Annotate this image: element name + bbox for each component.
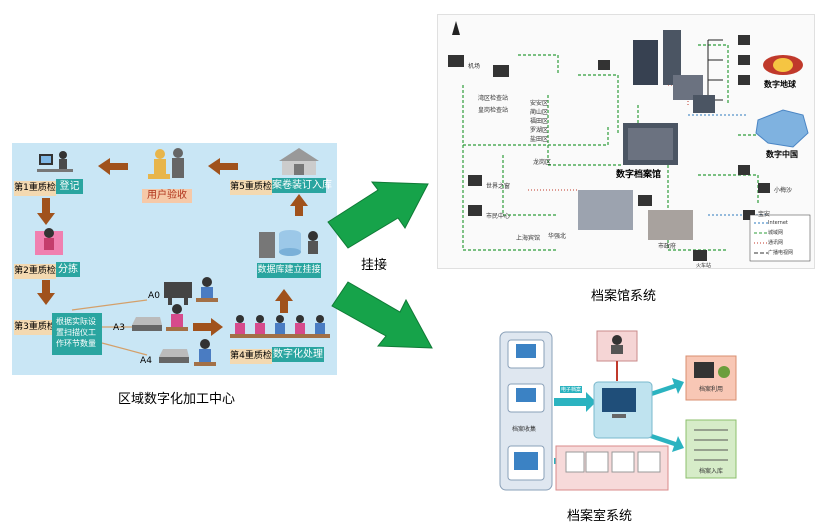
flow-arrows	[37, 158, 308, 356]
node-baoan: 宝安	[758, 211, 771, 218]
district-item: 福田区	[530, 118, 549, 125]
digital-china-label: 数字中国	[766, 150, 798, 159]
processing-center-panel: 第1重质检 登记 用户验收 第5重质检 案卷装订入库 第2重质检 分拣	[12, 143, 337, 375]
district-item: 安安区	[530, 100, 549, 107]
node-checkpoint-1: 湾区检查站	[478, 95, 509, 102]
district-item: 蔺山区	[530, 109, 549, 116]
node-civic-center: 市民中心	[486, 213, 511, 220]
qc3-label: 第3重质检	[14, 320, 56, 335]
register-workstation	[37, 148, 73, 176]
archive-room-caption: 档案室系统	[567, 509, 633, 524]
collection-label: 档案收集	[512, 426, 537, 433]
e-archive-label: 电子档案	[560, 386, 583, 393]
arrow-right-1	[193, 318, 223, 336]
qc4-label: 第4重质检	[230, 349, 272, 364]
db-mount-box: 数据库建立挂接	[257, 263, 321, 278]
a4-operator-icon	[192, 338, 218, 370]
archive-hall-caption: 档案馆系统	[591, 289, 657, 304]
user-acceptance-figures	[144, 146, 192, 186]
processing-center-caption: 区域数字化加工中心	[118, 392, 236, 407]
user-acceptance-box: 用户验收	[142, 189, 192, 203]
register-box: 登记	[56, 179, 83, 194]
digital-archive-hall-label: 数字档案馆	[616, 170, 662, 180]
usage-label: 档案利用	[699, 386, 724, 393]
legend-telecom-network: 通讯网	[768, 240, 784, 246]
storage-label: 档案入库	[699, 468, 724, 475]
qc2-label: 第2重质检	[14, 264, 56, 279]
archive-room-diagram: 档案收集 电子档案 档案利用 档案入库	[494, 326, 742, 496]
arrow-to-archive-hall	[327, 181, 429, 249]
archive-warehouse-icon	[274, 146, 324, 176]
district-item: 盐田区	[530, 136, 549, 143]
arrow-down-2	[37, 280, 55, 305]
arrow-left-1	[98, 158, 128, 175]
archive-hall-diagram: 数字档案馆 数字地球 数字中国 安安区 蔺山区 福田区 罗湖区 盐田区 机场 湾…	[437, 14, 815, 269]
arrow-to-archive-room	[331, 281, 433, 349]
digitize-team-icon	[230, 313, 330, 345]
big-arrows	[327, 181, 433, 349]
node-city-government: 市政府	[658, 243, 677, 250]
arrow-up-1	[275, 289, 293, 313]
archive-room-graphic	[499, 330, 737, 491]
arrow-left-2	[208, 158, 238, 175]
database-server-icon	[255, 226, 325, 262]
a3-scanner-icon	[130, 311, 164, 333]
legend-internet: Internet	[768, 220, 788, 226]
scan-setup-box: 根据实际设置扫描仪工作环节数量	[52, 313, 102, 355]
a0-operator-icon	[194, 276, 220, 306]
archive-binding-box: 案卷装订入库	[272, 178, 332, 193]
legend-broadcast-network: 广播电视网	[768, 250, 794, 256]
mount-label: 挂接	[361, 258, 388, 273]
a4-label: A4	[140, 356, 152, 366]
node-longgang: 龙岗区	[533, 159, 552, 166]
node-window-of-world: 世界之窗	[486, 183, 511, 190]
sort-box: 分拣	[56, 262, 80, 277]
digital-earth-label: 数字地球	[764, 80, 796, 89]
qc5-label: 第5重质检	[230, 180, 272, 195]
a4-scanner-icon	[157, 343, 191, 365]
legend-metro-network: 城域网	[768, 230, 784, 236]
node-airport: 机场	[468, 63, 481, 70]
network-legend: Internet 城域网 通讯网 广播电视网	[768, 218, 793, 258]
a0-label: A0	[148, 291, 160, 301]
arrow-down-1	[37, 198, 55, 225]
district-item: 罗湖区	[530, 127, 549, 134]
node-checkpoint-2: 皇岗检查站	[478, 107, 509, 114]
arrow-up-2	[290, 194, 308, 216]
node-railway-station: 火车站	[696, 263, 712, 269]
archive-hall-network	[448, 21, 811, 262]
qc1-label: 第1重质检	[14, 181, 56, 196]
a3-operator-icon	[164, 303, 190, 335]
node-xiaomeisha: 小梅沙	[774, 187, 793, 194]
node-hotel: 上海宾馆	[516, 235, 541, 242]
node-huaqiangbei: 华强北	[548, 233, 567, 240]
digitize-box: 数字化处理	[272, 347, 324, 362]
sorting-worker-icon	[32, 223, 66, 261]
a0-scanner-icon	[162, 276, 194, 306]
district-list: 安安区 蔺山区 福田区 罗湖区 盐田区	[530, 99, 548, 144]
a3-label: A3	[113, 323, 125, 333]
